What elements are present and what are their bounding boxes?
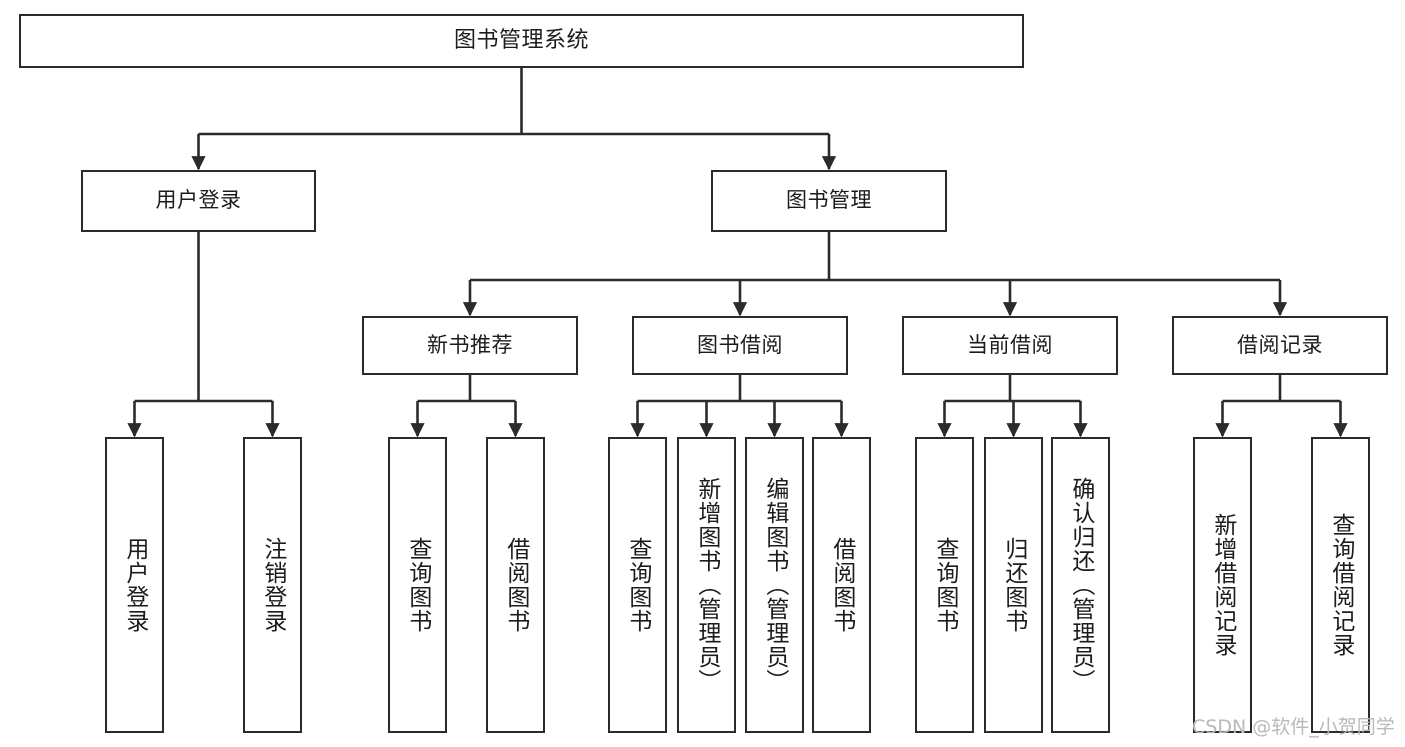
node-leaf-query-book-1-label: 查询图书 xyxy=(404,537,431,633)
node-leaf-add-book[interactable]: 新增图书（管理员） xyxy=(677,437,736,733)
node-current-borrow-label: 当前借阅 xyxy=(967,332,1053,357)
node-leaf-edit-book-label: 编辑图书（管理员） xyxy=(761,477,788,693)
node-leaf-query-book-3-label: 查询图书 xyxy=(931,537,958,633)
node-book-manage[interactable]: 图书管理 xyxy=(711,170,947,232)
node-current-borrow[interactable]: 当前借阅 xyxy=(902,316,1118,375)
node-new-book-recommend[interactable]: 新书推荐 xyxy=(362,316,578,375)
node-leaf-query-book-2-label: 查询图书 xyxy=(624,537,651,633)
watermark-text: CSDN @软件_小贺同学 xyxy=(1192,716,1395,738)
node-leaf-return-book[interactable]: 归还图书 xyxy=(984,437,1043,733)
node-leaf-query-book-3[interactable]: 查询图书 xyxy=(915,437,974,733)
node-root[interactable]: 图书管理系统 xyxy=(19,14,1024,68)
node-leaf-borrow-book-1[interactable]: 借阅图书 xyxy=(486,437,545,733)
node-leaf-edit-book[interactable]: 编辑图书（管理员） xyxy=(745,437,804,733)
node-leaf-add-record[interactable]: 新增借阅记录 xyxy=(1193,437,1252,733)
node-user-login-label: 用户登录 xyxy=(155,188,242,213)
node-book-manage-label: 图书管理 xyxy=(786,188,872,213)
node-new-book-recommend-label: 新书推荐 xyxy=(427,332,513,357)
node-leaf-user-login-label: 用户登录 xyxy=(121,537,148,633)
node-leaf-confirm-return[interactable]: 确认归还（管理员） xyxy=(1051,437,1110,733)
node-leaf-query-book-1[interactable]: 查询图书 xyxy=(388,437,447,733)
node-leaf-borrow-book-2[interactable]: 借阅图书 xyxy=(812,437,871,733)
node-leaf-add-record-label: 新增借阅记录 xyxy=(1209,513,1236,657)
node-user-login[interactable]: 用户登录 xyxy=(81,170,316,232)
node-leaf-query-record-label: 查询借阅记录 xyxy=(1327,513,1354,657)
node-leaf-borrow-book-2-label: 借阅图书 xyxy=(828,537,855,633)
node-root-label: 图书管理系统 xyxy=(453,27,589,53)
node-leaf-confirm-return-label: 确认归还（管理员） xyxy=(1067,477,1094,693)
node-leaf-add-book-label: 新增图书（管理员） xyxy=(693,477,720,693)
node-leaf-query-book-2[interactable]: 查询图书 xyxy=(608,437,667,733)
node-borrow-record-label: 借阅记录 xyxy=(1237,332,1323,357)
node-leaf-user-login[interactable]: 用户登录 xyxy=(105,437,164,733)
node-leaf-borrow-book-1-label: 借阅图书 xyxy=(502,537,529,633)
node-leaf-logout[interactable]: 注销登录 xyxy=(243,437,302,733)
node-borrow-record[interactable]: 借阅记录 xyxy=(1172,316,1388,375)
node-book-borrow-label: 图书借阅 xyxy=(697,332,783,357)
node-leaf-logout-label: 注销登录 xyxy=(259,537,286,633)
node-leaf-return-book-label: 归还图书 xyxy=(1000,537,1027,633)
node-book-borrow[interactable]: 图书借阅 xyxy=(632,316,848,375)
node-leaf-query-record[interactable]: 查询借阅记录 xyxy=(1311,437,1370,733)
